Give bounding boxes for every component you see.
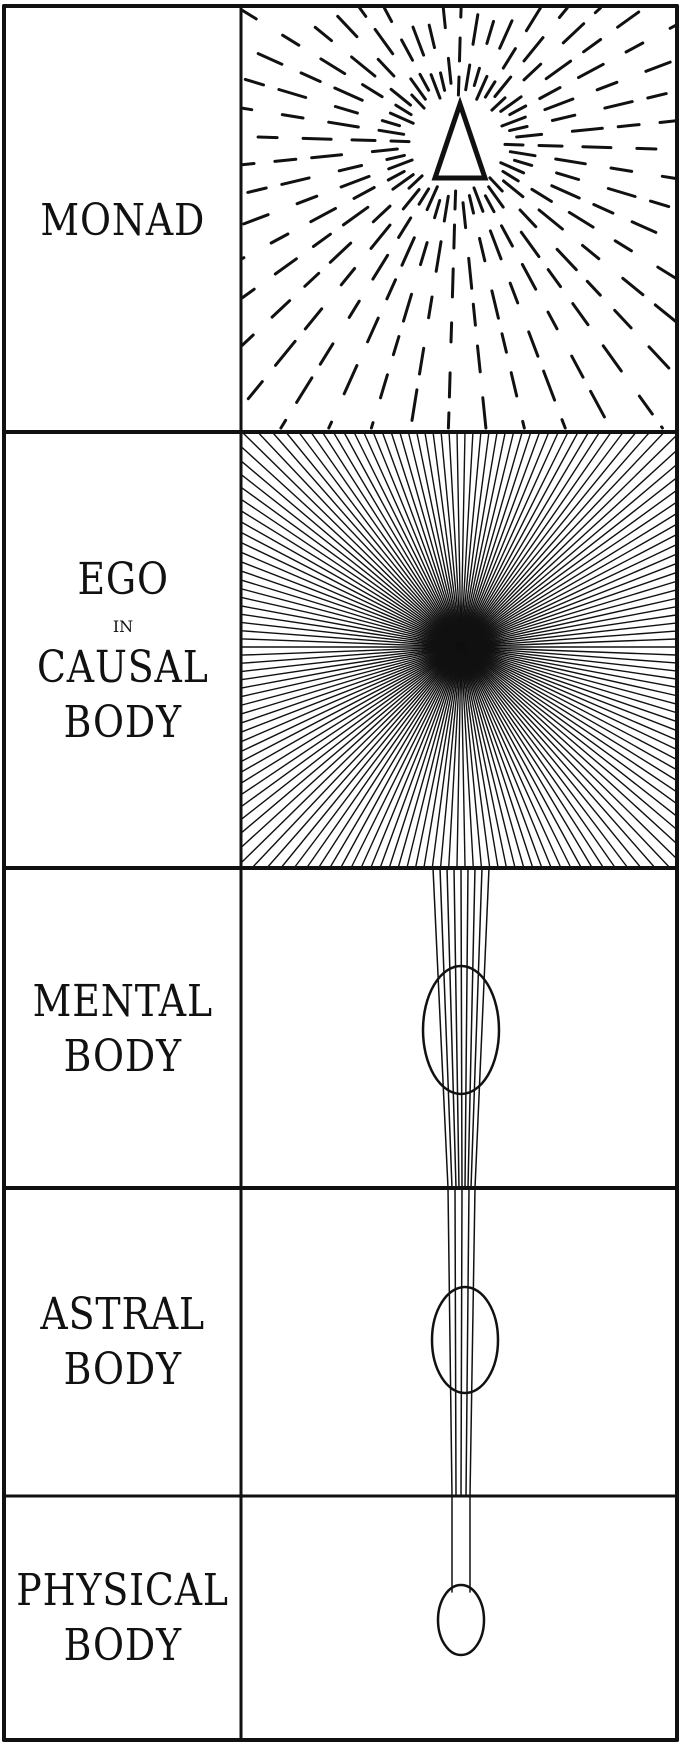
monad-ray-dash	[443, 8, 445, 28]
monad-ray-dash	[458, 77, 459, 95]
monad-ray-dash	[452, 269, 453, 297]
monad-ray-dash	[660, 121, 676, 123]
label-mental-line-2: BODY	[64, 1029, 182, 1084]
label-physical-line-1: PHYSICAL	[17, 1563, 230, 1618]
astral-stream-line	[455, 1188, 456, 1496]
monad-ray-dash	[449, 373, 450, 397]
monad-ray-dash	[539, 146, 562, 147]
monad-ray-dash	[583, 147, 611, 148]
label-ego-line-4: BODY	[64, 695, 182, 750]
label-monad-line-1: MONAD	[41, 193, 206, 248]
label-ego-in-causal-body: EGO IN CAUSAL BODY	[6, 432, 240, 870]
monad-ray-dash	[303, 138, 331, 139]
label-ego-line-2: IN	[113, 617, 133, 636]
monad-ray-dash	[242, 108, 252, 110]
monad-ray-dash	[455, 191, 456, 209]
label-ego-line-3: CAUSAL	[37, 640, 209, 695]
label-physical-line-2: BODY	[64, 1618, 182, 1673]
monad-ray-dash	[371, 423, 373, 428]
label-mental-body: MENTAL BODY	[6, 870, 240, 1188]
monad-ray-dash	[352, 140, 375, 141]
monad-ray-dash	[451, 323, 452, 342]
label-astral-body: ASTRAL BODY	[6, 1188, 240, 1496]
label-monad: MONAD	[6, 8, 240, 432]
mental-stream-line	[461, 868, 462, 1188]
monad-ray-dash	[454, 225, 455, 248]
monad-ray-dash	[505, 144, 523, 145]
monad-ray-dash	[242, 164, 254, 165]
astral-stream-line	[461, 1188, 462, 1496]
label-ego-line-1: EGO	[77, 552, 168, 607]
monad-ray-dash	[448, 413, 449, 428]
monad-ray-dash	[662, 427, 663, 428]
label-mental-line-1: MENTAL	[33, 974, 213, 1029]
monad-ray-dash	[473, 304, 475, 325]
monad-ray-dash	[258, 137, 277, 138]
monad-ray-dash	[523, 421, 525, 428]
label-astral-line-2: BODY	[64, 1342, 182, 1397]
monad-ray-dash	[275, 159, 296, 161]
monad-ray-dash	[637, 148, 656, 149]
label-astral-line-1: ASTRAL	[41, 1287, 206, 1342]
label-physical-body: PHYSICAL BODY	[6, 1496, 240, 1740]
monad-ray-dash	[391, 141, 409, 142]
monad-ray-dash	[618, 125, 639, 127]
monad-ray-dash	[460, 38, 461, 61]
